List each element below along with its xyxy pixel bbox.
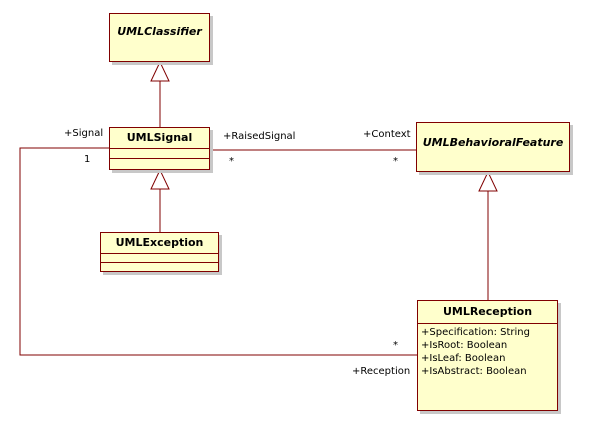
operation-compartment (110, 158, 209, 159)
class-name: UMLClassifier (117, 25, 202, 38)
attribute-specification: +Specification: String (421, 327, 530, 338)
operation-compartment (101, 262, 218, 263)
generalization-arrowhead (478, 170, 498, 192)
role-reception: +Reception (352, 366, 411, 377)
class-umlexception[interactable]: UMLException (100, 232, 219, 272)
attribute-compartment (110, 148, 209, 158)
class-umlclassifier[interactable]: UMLClassifier (109, 13, 210, 62)
multiplicity-raised-signal: * (229, 156, 234, 167)
class-name: UMLSignal (126, 131, 193, 144)
multiplicity-reception: * (393, 340, 398, 351)
class-umlreception[interactable]: UMLReception +Specification: String +IsR… (417, 300, 558, 411)
generalization-arrowhead (150, 168, 170, 190)
generalization-arrowhead (150, 60, 170, 82)
multiplicity-context: * (393, 156, 398, 167)
class-name: UMLReception (442, 305, 533, 318)
role-context: +Context (363, 129, 411, 140)
role-raised-signal: +RaisedSignal (223, 131, 296, 142)
attribute-isroot: +IsRoot: Boolean (421, 340, 508, 351)
multiplicity-signal: 1 (84, 154, 91, 165)
class-umlsignal[interactable]: UMLSignal (109, 127, 210, 170)
role-signal: +Signal (64, 128, 104, 139)
class-name: UMLException (115, 236, 204, 249)
association-signal-reception (19, 147, 417, 356)
attribute-isabstract: +IsAbstract: Boolean (421, 366, 527, 377)
attribute-compartment (101, 253, 218, 262)
attribute-isleaf: +IsLeaf: Boolean (421, 353, 506, 364)
class-umlbehavioralfeature[interactable]: UMLBehavioralFeature (416, 122, 570, 172)
class-name: UMLBehavioralFeature (422, 136, 564, 149)
attribute-compartment: +Specification: String +IsRoot: Boolean … (418, 323, 557, 378)
